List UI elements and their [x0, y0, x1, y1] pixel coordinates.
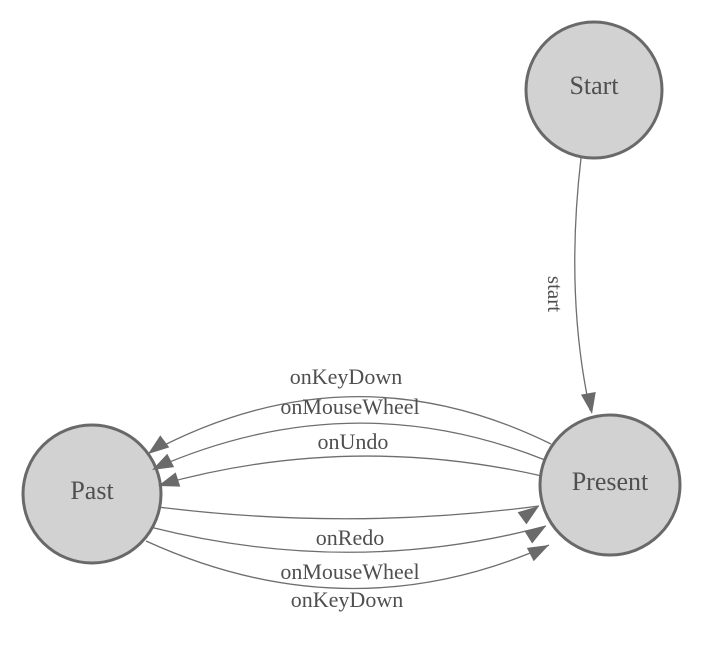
state-label-past: Past [70, 476, 114, 505]
edge-label-present-to-past-onmousewheel: onMouseWheel [280, 394, 419, 419]
arrowhead-past-to-present-onredo [517, 506, 539, 525]
edge-past-to-present-onredo [157, 505, 540, 520]
edge-label-past-to-present-onredo: onRedo [316, 525, 384, 550]
edge-present-to-past-onmousewheel [152, 422, 546, 470]
arrowhead-present-to-past-onundo [158, 472, 181, 487]
arrowhead-present-to-past-onmousewheel [152, 453, 175, 470]
edge-present-to-past-onkeydown [148, 396, 552, 454]
edge-past-to-present-onmousewheel [149, 525, 547, 553]
state-node-start: Start [524, 20, 664, 160]
state-circle-present [538, 413, 682, 557]
arrowhead-present-to-past-onkeydown [148, 435, 170, 454]
state-node-present: Present [538, 413, 682, 557]
state-circle-past [21, 423, 163, 565]
edge-present-to-past-onundo [158, 455, 543, 486]
edge-label-past-to-present-onkeydown: onKeyDown [291, 587, 403, 612]
edge-label-start: start [543, 276, 567, 312]
arrowhead-past-to-present-onmousewheel [524, 526, 546, 544]
state-node-past: Past [21, 423, 163, 565]
arrowhead-group [148, 392, 596, 562]
edge-start-to-present [574, 157, 591, 411]
edge-label-present-to-past-onundo: onUndo [318, 429, 389, 454]
arrowhead-past-to-present-onkeydown [526, 545, 549, 562]
state-label-start: Start [569, 71, 619, 100]
edge-group [145, 157, 591, 590]
state-label-present: Present [572, 467, 649, 496]
edge-label-group: start onKeyDown onMouseWheel onUndo onRe… [280, 276, 567, 612]
edge-past-to-present-onkeydown [145, 540, 550, 590]
state-circle-start [524, 20, 664, 160]
arrowhead-start-to-present [580, 392, 596, 414]
edge-label-past-to-present-onmousewheel: onMouseWheel [280, 559, 419, 584]
edge-label-present-to-past-onkeydown: onKeyDown [290, 364, 402, 389]
